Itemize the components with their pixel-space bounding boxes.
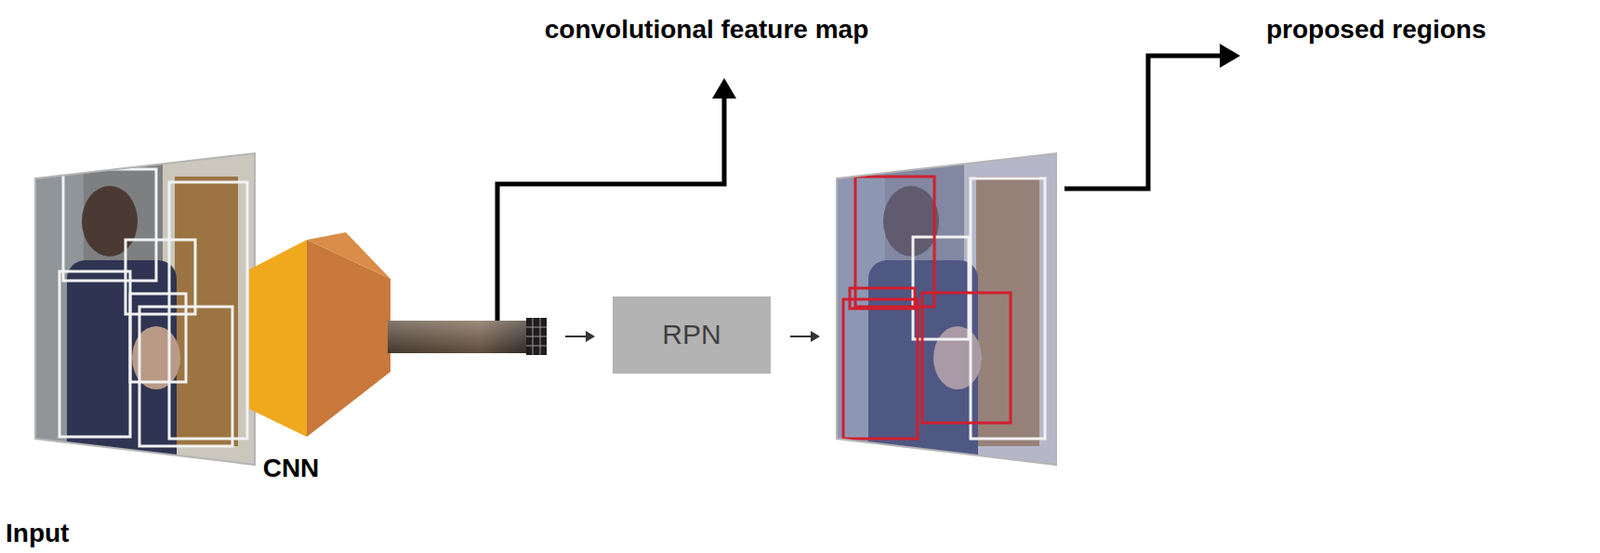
grid-line [526,336,547,338]
proposed-boxes [843,176,1011,439]
cnn-block [249,232,391,437]
tint [829,148,1062,470]
callout-label: CNN [263,453,320,484]
box [843,299,918,439]
feature-map-bar [387,320,542,354]
callout-label: Input [5,518,69,549]
photo [27,148,261,475]
callout-label: convolutional feature map [544,14,870,45]
input-image [27,148,261,475]
box [130,293,186,383]
callout-label: proposed regions [1266,14,1486,45]
arrow-head [1219,43,1241,68]
head [81,185,138,257]
grid-line [526,345,547,347]
grid-line [540,317,542,356]
box [970,178,1045,439]
feature-map-shade [387,320,542,354]
flow-arrow-head [585,330,596,343]
door [174,176,239,447]
cnn-top [306,232,391,279]
flow-arrow-head [810,330,820,343]
feature-map-end [526,317,547,356]
box [922,292,1011,424]
feature-map [387,317,547,356]
flow-arrow-line [790,335,813,338]
candidate-boxes [59,169,248,447]
flow-arrow-line [565,335,588,338]
output-image [829,148,1062,475]
box [63,169,157,281]
image-frame [35,153,255,465]
box [169,182,248,439]
grid-line [526,327,547,329]
leader-arrow [497,96,725,321]
cnn-face [249,239,307,437]
photo [829,148,1062,475]
leader-arrow [1064,55,1222,189]
process-box: RPN [612,296,771,374]
box [59,271,131,437]
arrow-head [712,78,737,99]
candidate-boxes [912,178,1045,439]
image-frame [836,153,1057,465]
box-label: RPN [661,318,721,351]
feature-map-grid [526,317,547,356]
grid-line [532,317,534,356]
wall [162,148,261,470]
photo-ground [829,148,1062,470]
